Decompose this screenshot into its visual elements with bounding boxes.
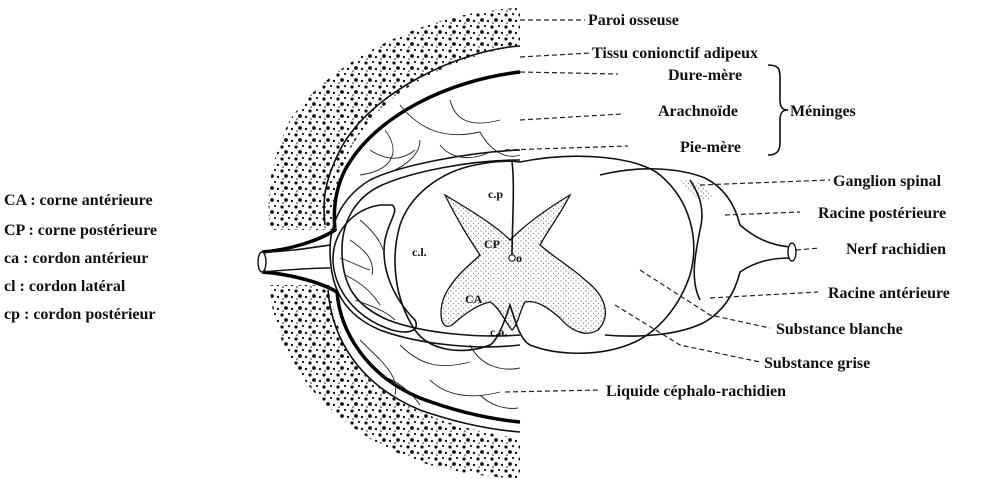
label-liquide-cephalo-rachidien: Liquide céphalo-rachidien xyxy=(606,383,786,400)
legend-item-CP: CP : corne postérieure xyxy=(4,222,157,239)
label-dure-mere: Dure-mère xyxy=(668,67,742,84)
grey-matter xyxy=(441,195,605,333)
label-arachnoide: Arachnoïde xyxy=(658,103,738,120)
inner-label-ca: c.a. xyxy=(490,325,507,339)
spinal-ganglion-dots xyxy=(680,180,712,200)
inner-label-o: o xyxy=(516,251,522,265)
inner-label-cl: c.l. xyxy=(412,245,427,259)
label-substance-blanche: Substance blanche xyxy=(776,321,903,338)
abbreviation-legend: CA : corne antérieure CP : corne postéri… xyxy=(4,192,157,323)
legend-item-cp: cp : cordon postérieur xyxy=(4,306,156,323)
label-ganglion-spinal: Ganglion spinal xyxy=(833,173,942,190)
legend-item-cl: cl : cordon latéral xyxy=(4,278,126,295)
label-nerf-rachidien: Nerf rachidien xyxy=(846,241,946,258)
arachnoid-web-upper xyxy=(360,100,520,175)
right-nerve-root-complex xyxy=(600,169,796,336)
inner-label-CA: CA xyxy=(465,292,483,306)
label-meninges: Méninges xyxy=(790,103,856,120)
inner-label-CP: CP xyxy=(484,237,500,251)
label-pie-mere: Pie-mère xyxy=(680,139,741,156)
inner-label-cp: c.p xyxy=(488,187,503,201)
label-racine-anterieure: Racine antérieure xyxy=(828,285,950,302)
label-racine-posterieure: Racine postérieure xyxy=(818,205,946,222)
label-paroi-osseuse: Paroi osseuse xyxy=(588,12,679,29)
legend-item-ca: ca : cordon antérieur xyxy=(4,250,148,267)
spinal-cord xyxy=(395,156,694,353)
legend-item-CA: CA : corne antérieure xyxy=(4,192,153,209)
label-tissu-conjonctif: Tissu conionctif adipeux xyxy=(592,45,758,62)
label-substance-grise: Substance grise xyxy=(764,355,870,372)
left-nerve-stub xyxy=(258,245,330,272)
meninges-brace xyxy=(768,65,788,155)
external-labels: Paroi osseuse Tissu conionctif adipeux D… xyxy=(588,12,950,400)
